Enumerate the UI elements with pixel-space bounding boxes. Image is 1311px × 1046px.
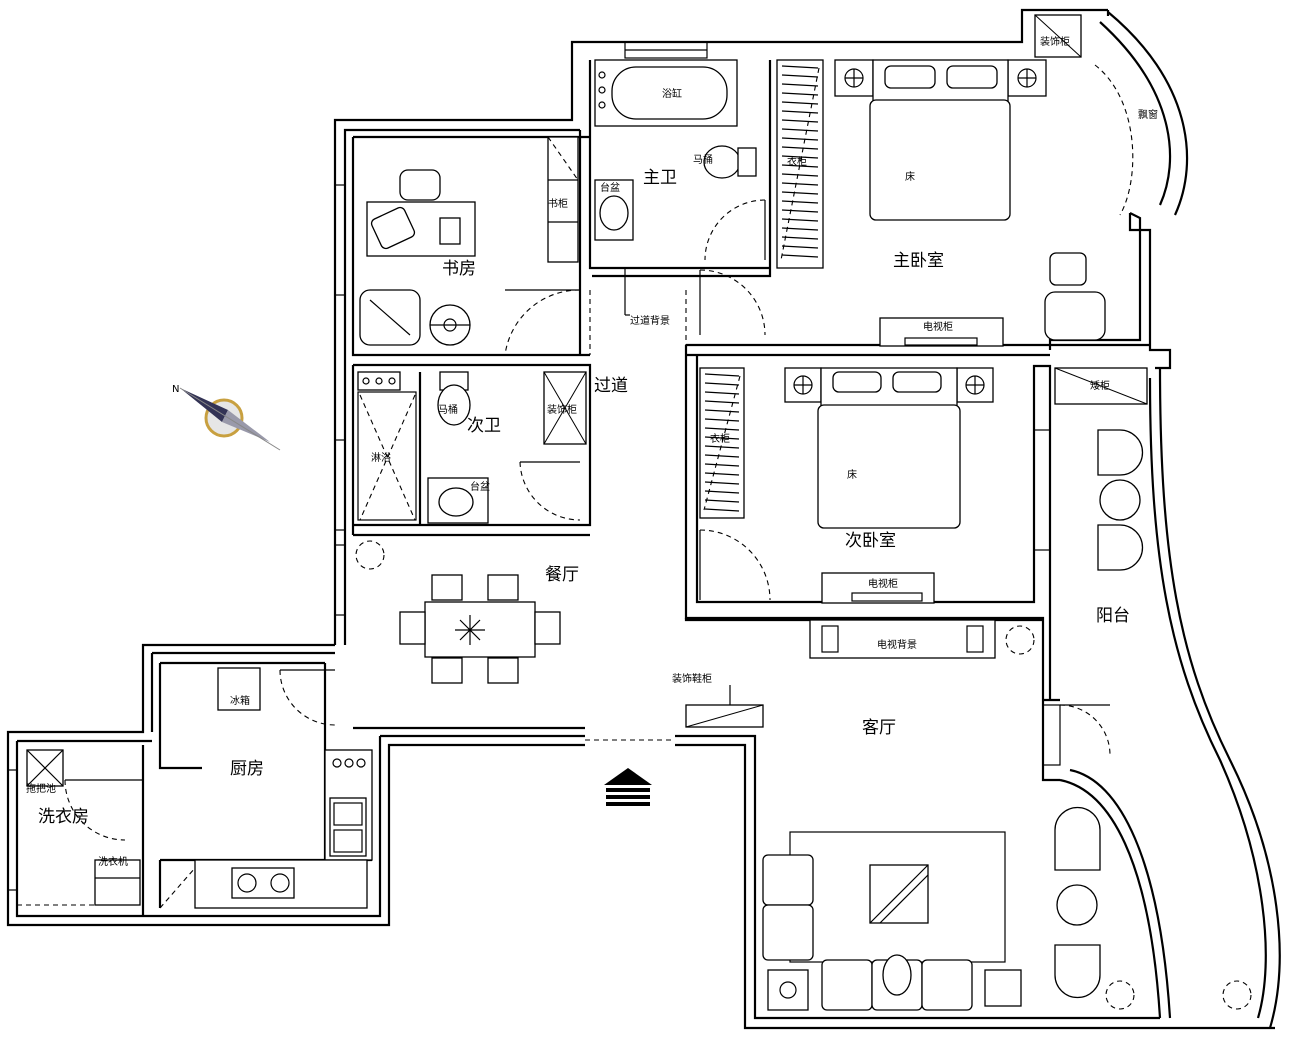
label-dining: 餐厅 [545,565,579,585]
label-decor-cabinet-bath: 装饰柜 [547,403,577,416]
wardrobe-hanger [781,137,819,141]
label-bed-second: 床 [847,468,857,481]
label-tv-cabinet-second: 电视柜 [868,577,898,590]
wardrobe-hanger [781,245,819,249]
label-washer: 洗衣机 [98,855,128,868]
wardrobe-hanger [704,418,740,422]
label-master-bath: 主卫 [643,168,677,188]
wardrobe-hanger [781,92,819,96]
label-balcony-cabinet: 矮柜 [1090,379,1110,392]
wardrobe-hanger [781,128,819,132]
wardrobe-door-swing [780,67,820,261]
label-shoe-cabinet: 装饰鞋柜 [672,672,712,685]
label-passage: 过道 [594,376,628,396]
dining-set [399,574,561,684]
wardrobe-hanger [704,436,740,440]
wardrobe-hanger [704,409,740,413]
master-wardrobe [776,59,824,269]
label-bed-master: 床 [905,170,915,183]
label-basin-master: 台盆 [600,181,620,194]
svg-text:N: N [172,384,179,395]
wardrobe-hanger [781,182,819,186]
wardrobe-hanger [704,508,740,512]
label-bookshelf: 书柜 [548,197,568,210]
wardrobe-hanger [781,200,819,204]
label-balcony: 阳台 [1096,606,1130,626]
label-toilet-master: 马桶 [693,153,713,166]
label-kitchen: 厨房 [230,759,264,779]
label-tv-cabinet-master: 电视柜 [923,320,953,333]
living-furniture [685,619,1022,1011]
wardrobe-hanger [781,236,819,240]
wardrobe-hanger [781,209,819,213]
wardrobe-hanger [781,227,819,231]
wardrobe-hanger [781,110,819,114]
wardrobe-hanger [704,490,740,494]
wardrobe-hanger [781,173,819,177]
label-living: 客厅 [862,718,896,738]
wardrobe-hanger [704,454,740,458]
label-second-bath: 次卫 [467,416,501,436]
second-bath-fixtures [357,371,587,524]
wardrobe-hanger [781,254,819,258]
study-furniture [359,136,579,346]
balcony-furniture [1054,367,1148,999]
fixture-labels: 书柜 浴缸 马桶 台盆 衣柜 床 装饰柜 飘窗 电视柜 过道背景 淋浴 马桶 装… [26,35,1158,868]
label-fridge: 冰箱 [230,694,250,707]
wardrobe-hanger [781,83,819,87]
room-labels: 书房 主卫 主卧室 过道 次卫 次卧室 餐厅 阳台 厨房 洗衣房 客厅 [38,168,1130,827]
master-bed [834,14,1106,347]
label-wardrobe-master: 衣柜 [787,155,807,168]
wardrobe-hanger [704,427,740,431]
wardrobe-hanger [781,146,819,150]
wardrobe-hanger [704,373,740,377]
label-bay-window: 飘窗 [1138,108,1158,121]
wardrobe-hanger [704,472,740,476]
wardrobe-hanger [781,218,819,222]
label-wardrobe-second: 衣柜 [710,432,730,445]
wardrobe-hanger [704,391,740,395]
label-mop-sink: 拖把池 [26,782,56,795]
wardrobe-hanger [781,155,819,159]
label-tv-backdrop: 电视背景 [877,638,917,651]
label-toilet-second: 马桶 [438,403,458,416]
master-bath-fixtures [594,59,757,316]
kitchen-fixtures [159,667,373,909]
entrance-arrow-icon [604,768,652,806]
label-study: 书房 [442,259,476,279]
wardrobe-hanger [781,191,819,195]
compass-icon: N [172,384,281,451]
label-decor-cabinet-top: 装饰柜 [1040,35,1070,48]
plants [355,540,1252,1010]
wardrobe-hanger [704,382,740,386]
wardrobe-hanger [781,119,819,123]
label-shower: 淋浴 [371,451,391,464]
wardrobe-hanger [704,463,740,467]
doors [64,64,1134,841]
wardrobe-hanger [704,445,740,449]
label-laundry: 洗衣房 [38,807,89,827]
windows [7,41,1061,891]
second-bed [699,367,994,604]
label-basin-second: 台盆 [470,480,490,493]
label-bathtub: 浴缸 [662,87,682,100]
wardrobe-hanger [781,65,819,69]
wardrobe-hanger [704,481,740,485]
laundry-fixtures [17,749,143,906]
wardrobe-hanger [781,74,819,78]
label-master-bedroom: 主卧室 [893,251,944,271]
label-corridor-backdrop: 过道背景 [630,314,670,327]
label-second-bedroom: 次卧室 [845,531,896,551]
wardrobe-hanger [704,499,740,503]
